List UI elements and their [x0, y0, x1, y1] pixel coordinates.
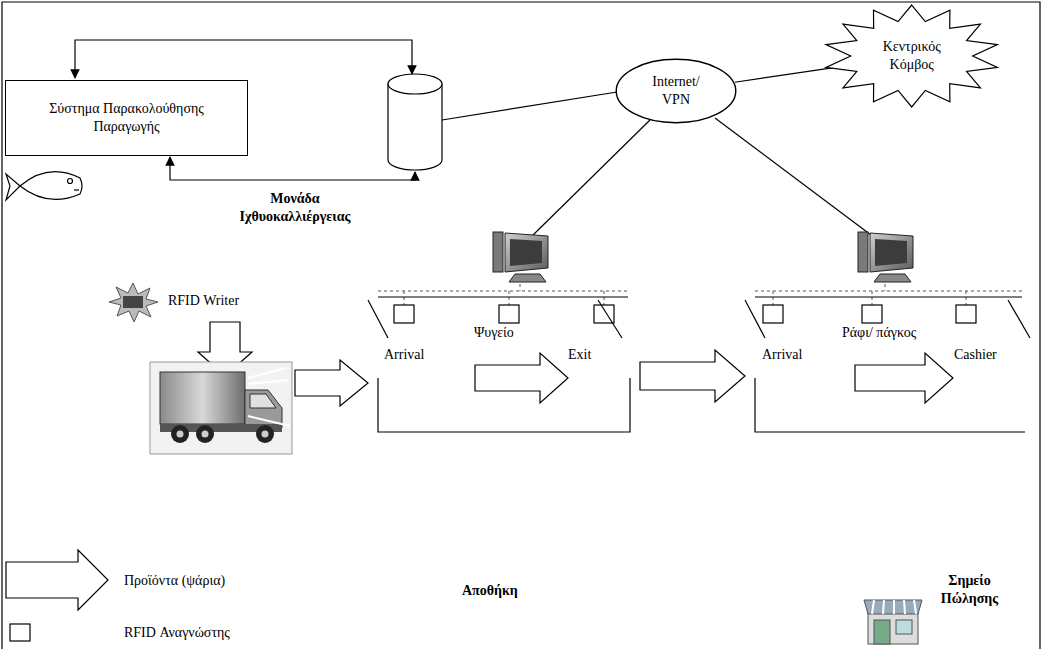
- node-text: Σύστημα Παρακολούθησης Παραγωγής: [27, 100, 227, 136]
- central-node-star-outline: [822, 4, 1001, 108]
- legend-label: Προϊόντα (ψάρια): [124, 572, 225, 590]
- node-label: Σύστημα Παρακολούθησης Παραγωγής: [27, 100, 227, 136]
- rfid-writer-icon: [109, 283, 158, 322]
- legend-reader-sample: [10, 624, 30, 641]
- legend-label: RFID Αναγνώστης: [124, 624, 230, 642]
- store-outline: [745, 297, 1030, 432]
- node-label: Κεντρικός Κόμβος: [869, 38, 955, 74]
- network-line: [442, 92, 617, 120]
- zone-label: Ράφι/ πάγκος: [842, 324, 916, 342]
- node-text: Κεντρικός Κόμβος: [869, 38, 955, 74]
- device-label: RFID Writer: [168, 292, 239, 310]
- network-line: [715, 118, 875, 238]
- central-node-star: Κεντρικός Κόμβος: [822, 4, 1001, 108]
- network-ellipse-outline: [615, 58, 737, 124]
- computer-icon: [493, 232, 548, 282]
- area-label: Αποθήκη: [462, 582, 518, 600]
- network-line: [530, 120, 650, 238]
- truck-icon: [150, 362, 292, 454]
- zone-label: Arrival: [762, 346, 802, 364]
- loop-arrow: [170, 157, 415, 180]
- shop-icon: [864, 600, 922, 644]
- star-outline: [826, 5, 997, 107]
- node-label: Internet/ VPN: [641, 73, 711, 109]
- site-label: Μονάδα Ιχθυοκαλλιέργειας: [215, 190, 375, 226]
- network-ellipse: Internet/ VPN: [615, 58, 737, 124]
- loop-arrow: [75, 40, 412, 78]
- node-text: Internet/ VPN: [641, 73, 711, 109]
- legend-arrow-sample: [6, 550, 108, 610]
- fish-icon: [6, 172, 82, 200]
- computer-icon: [858, 232, 913, 282]
- area-label: Σημείο Πώλησης: [922, 572, 1017, 608]
- ellipse-outline: [616, 59, 736, 122]
- reader-bus: [378, 284, 1022, 305]
- warehouse-outline: [368, 297, 630, 432]
- zone-label: Ψυγείο: [474, 324, 514, 342]
- process-box: Σύστημα Παρακολούθησης Παραγωγής: [5, 80, 248, 156]
- database-cylinder: [388, 74, 442, 170]
- zone-label: Exit: [568, 346, 591, 364]
- product-arrow: [198, 322, 953, 406]
- rfid-reader: [394, 305, 976, 323]
- zone-label: Arrival: [384, 346, 424, 364]
- zone-label: Cashier: [954, 346, 997, 364]
